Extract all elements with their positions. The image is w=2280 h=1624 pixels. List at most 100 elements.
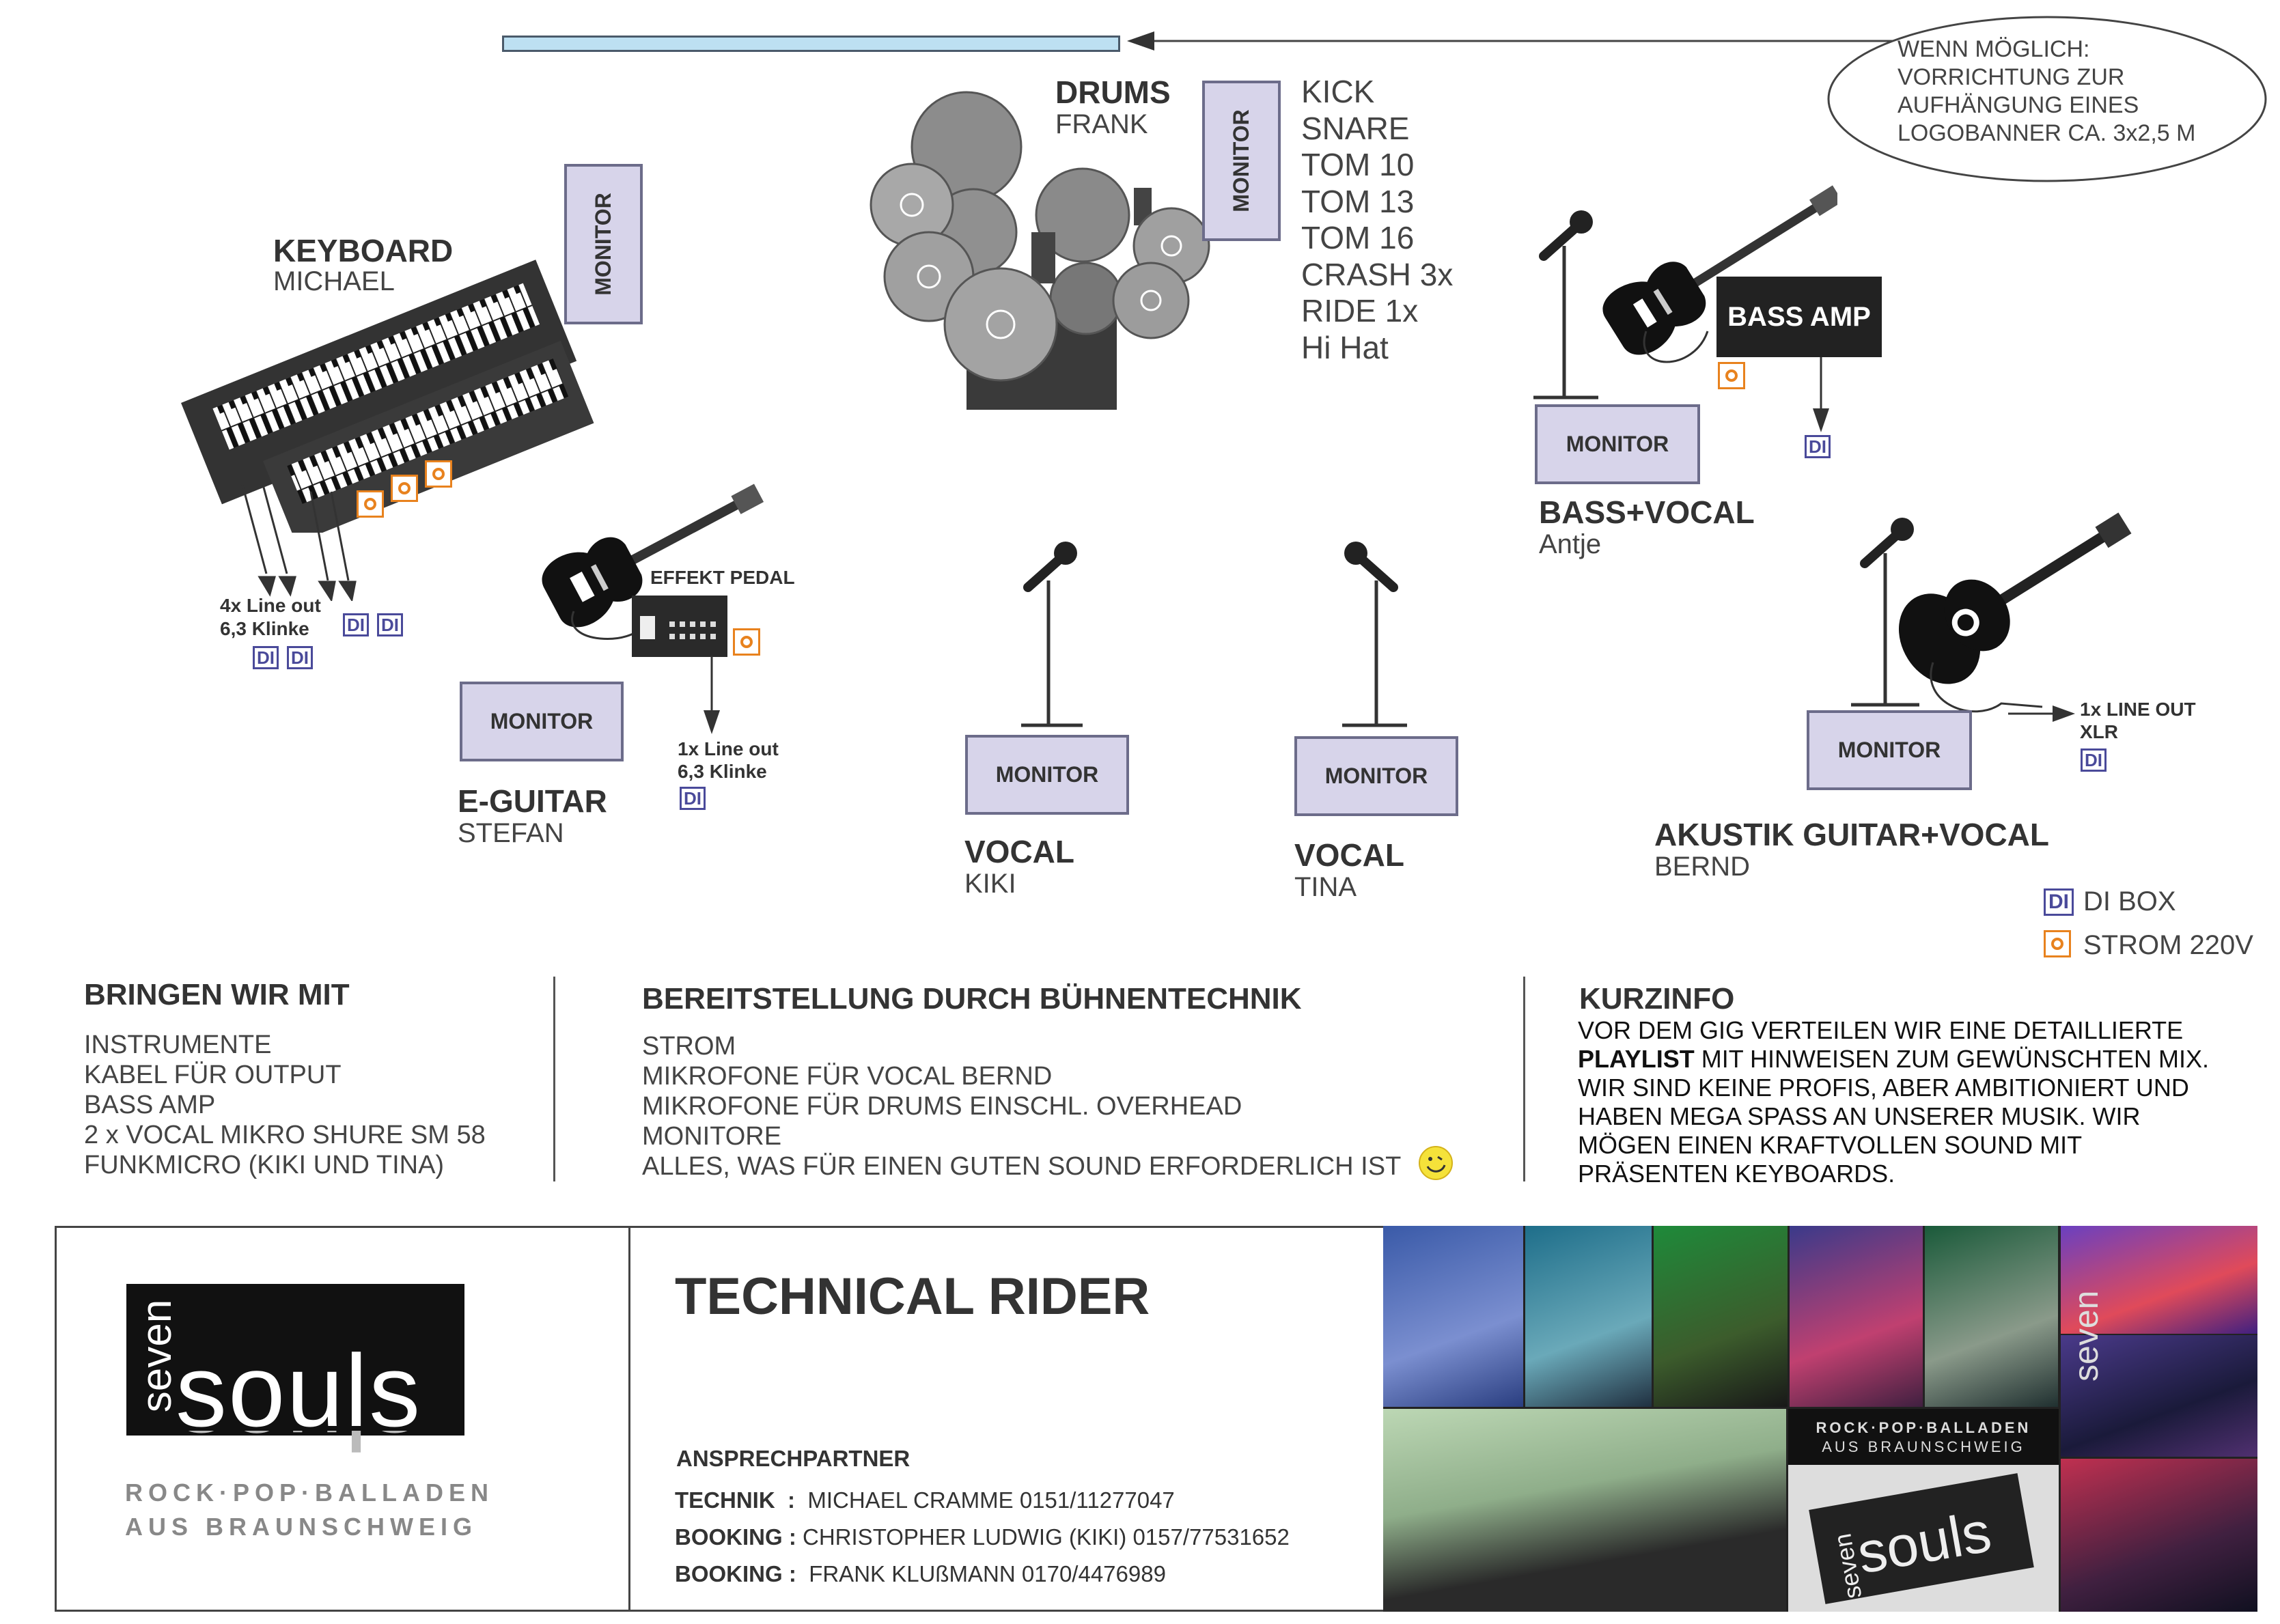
vocal2-title: VOCAL [1294,837,1404,873]
bereit-item: MIKROFONE FÜR VOCAL BERND [642,1062,1053,1091]
effekt-pedal-label: EFFEKT PEDAL [650,567,795,588]
eguitar-out-arrow [704,656,720,734]
akustik-title: AKUSTIK GUITAR+VOCAL [1654,817,2049,852]
mic-stand-icon [1021,542,1083,727]
akustik-out-arrow [2008,705,2075,722]
akustik-monitor: MONITOR [1807,710,1972,790]
logo-tagline-2: AUS BRAUNSCHWEIG [125,1513,478,1541]
bass-amp: BASS AMP [1716,277,1882,357]
eguitar-monitor: MONITOR [460,682,624,761]
di-box-icon: DI [253,646,279,669]
mic-stand-icon [1533,210,1598,400]
photo-seven-text: seven [2067,1290,2105,1382]
bass-title: BASS+VOCAL [1539,494,1755,530]
bereit-item: MONITORE [642,1122,782,1151]
logo-souls: souls [176,1333,422,1436]
akustik-out-label: 1x LINE OUT XLR [2080,699,2196,742]
drum-item: TOM 10 [1301,147,1415,182]
bereit-item: MIKROFONE FÜR DRUMS EINSCHL. OVERHEAD [642,1092,1242,1121]
keyboard-monitor: MONITOR [564,164,643,324]
kurz-text: VOR DEM GIG VERTEILEN WIR EINE DETAILLIE… [1578,1016,2210,1188]
legend-di-label: DI BOX [2083,886,2176,916]
logo-reflection: souls [176,1431,462,1465]
kurz-column: KURZINFO [1579,982,1734,1016]
keyboard-name: MICHAEL [273,266,395,296]
vocal1-name: KIKI [964,869,1016,899]
photo-collage: ROCK·POP·BALLADEN AUS BRAUNSCHWEIG seven… [1383,1226,2257,1612]
bringen-item: FUNKMICRO (KIKI UND TINA) [84,1151,445,1179]
contact-row: BOOKING : FRANK KLUßMANN 0170/4476989 [675,1561,1166,1586]
logo-seven: seven [133,1299,181,1413]
bereit-heading: BEREITSTELLUNG DURCH BÜHNENTECHNIK [642,982,1302,1016]
drum-kit-icon [870,91,1210,410]
bringen-item: INSTRUMENTE [84,1031,272,1059]
drum-item: KICK [1301,74,1375,109]
bringen-item: 2 x VOCAL MIKRO SHURE SM 58 [84,1121,486,1149]
banner-note: WENN MÖGLICH: VORRICHTUNG ZUR AUFHÄNGUNG… [1897,36,2196,146]
mic-stand-icon [1342,542,1407,727]
drum-item: TOM 16 [1301,220,1415,255]
eguitar-power [733,628,760,656]
vocal2-name: TINA [1294,872,1357,902]
acoustic-guitar-icon [1898,512,2132,713]
legend-power-label: STROM 220V [2083,930,2253,960]
bereit-column: BEREITSTELLUNG DURCH BÜHNENTECHNIK STROM… [642,982,1454,1181]
effekt-pedal-icon [632,596,727,657]
di-box-icon: DI [2081,748,2107,772]
photo-duo [2061,1459,2257,1612]
drums-title: DRUMS [1055,74,1171,110]
photo-banner: ROCK·POP·BALLADEN AUS BRAUNSCHWEIG [1788,1409,2059,1465]
banner-arrow [1127,31,1906,51]
bringen-heading: BRINGEN WIR MIT [84,978,350,1011]
bringen-item: KABEL FÜR OUTPUT [84,1061,342,1089]
di-box-icon: DI [377,613,403,636]
keyboard-icon [181,260,594,533]
logo-banner-bar [502,36,1120,52]
electric-guitar-icon [542,484,764,640]
logo-tagline-1: ROCK·POP·BALLADEN [125,1479,494,1507]
drum-item: Hi Hat [1301,329,1389,365]
di-box-icon: DI [2044,888,2074,916]
shirt-logo-block: seven souls [1809,1473,2034,1604]
eguitar-name: STEFAN [458,818,564,848]
photo-guitarist [1383,1226,1523,1407]
mic-stand-icon [1851,518,1919,707]
kurz-heading: KURZINFO [1579,982,1735,1016]
band-logo: seven souls [126,1284,464,1436]
drum-item: RIDE 1x [1301,293,1419,328]
vocal1-monitor: MONITOR [965,735,1129,815]
smiley-icon [1419,1145,1454,1180]
keyboard-power-3 [425,460,452,488]
photo-singer [1654,1226,1788,1407]
bereit-item: STROM [642,1032,736,1061]
photo-acoustic [1925,1226,2058,1407]
bringen-column: BRINGEN WIR MIT INSTRUMENTE KABEL FÜR OU… [84,978,486,1180]
drums-monitor: MONITOR [1202,81,1281,241]
keyboard-out-label: 4x Line out 6,3 Klinke [220,595,321,639]
photo-keyboarder [1525,1226,1652,1407]
photo-shirt: ROCK·POP·BALLADEN AUS BRAUNSCHWEIG seven… [1788,1409,2059,1612]
photo-vocalist [2061,1226,2257,1334]
column-divider [1523,977,1525,1181]
akustik-name: BERND [1654,852,1751,882]
column-divider [553,977,555,1181]
contact-heading: ANSPRECHPARTNER [676,1446,910,1471]
eguitar-title: E-GUITAR [458,783,607,819]
contact-row: BOOKING : CHRISTOPHER LUDWIG (KIKI) 0157… [675,1524,1290,1550]
drum-item: CRASH 3x [1301,256,1454,292]
playlist-bold: PLAYLIST [1578,1045,1695,1073]
rider-title: TECHNICAL RIDER [675,1268,1150,1326]
bereit-item: ALLES, WAS FÜR EINEN GUTEN SOUND ERFORDE… [642,1145,1454,1181]
di-box-icon: DI [287,646,313,669]
bass-guitar-icon [1602,185,1837,363]
bass-monitor: MONITOR [1535,404,1700,484]
vocal2-monitor: MONITOR [1294,736,1458,816]
di-box-icon: DI [680,787,706,810]
contact-row: TECHNIK : MICHAEL CRAMME 0151/11277047 [675,1487,1175,1513]
di-box-icon: DI [1805,435,1831,458]
keyboard-power-2 [391,475,418,502]
keyboard-out-arrows [241,484,357,601]
footer-divider [628,1226,630,1612]
bass-name: Antje [1539,529,1602,559]
